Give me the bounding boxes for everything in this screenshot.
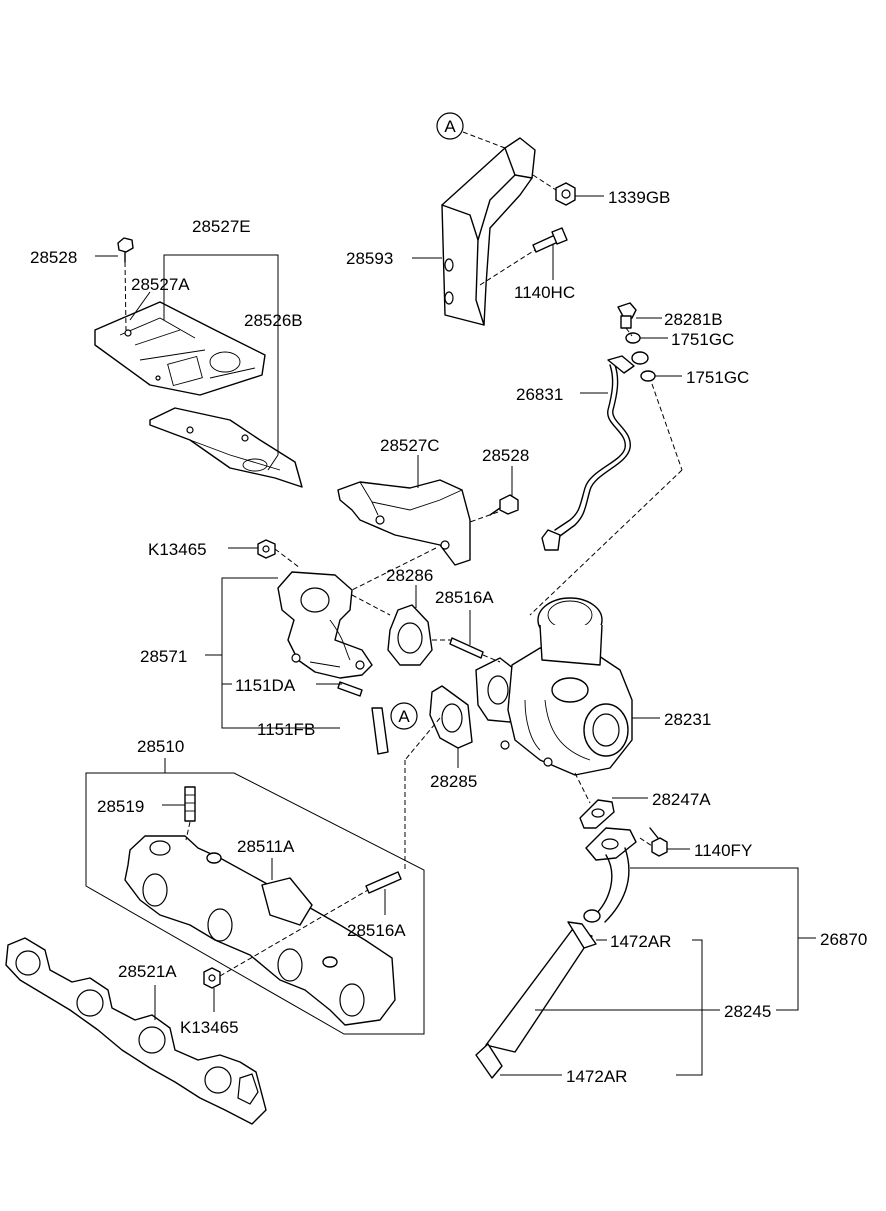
eye-bolt-28281B xyxy=(617,302,637,329)
label-28527E: 28527E xyxy=(192,217,251,236)
heat-shield-28527C xyxy=(337,479,471,566)
label-K13465-upper: K13465 xyxy=(148,540,207,559)
banjo-fitting xyxy=(631,351,649,365)
label-1151DA: 1151DA xyxy=(235,676,296,695)
label-28527A: 28527A xyxy=(131,275,190,294)
label-28245: 28245 xyxy=(724,1002,771,1021)
label-28231: 28231 xyxy=(664,710,711,729)
svg-text:A: A xyxy=(444,117,456,136)
label-28528-upper: 28528 xyxy=(30,248,77,267)
bolt-1140FY xyxy=(649,827,668,857)
bolt-1140HC xyxy=(532,227,568,253)
label-28281B: 28281B xyxy=(664,310,723,329)
stud-1151DA xyxy=(337,681,363,697)
stud-1151FB xyxy=(371,707,389,755)
label-26831: 26831 xyxy=(516,385,563,404)
label-28571: 28571 xyxy=(140,647,187,666)
reference-callout-a-mid: A xyxy=(390,702,418,730)
label-1151FB: 1151FB xyxy=(257,720,315,739)
label-28516A-upper: 28516A xyxy=(435,588,494,607)
label-1140FY: 1140FY xyxy=(694,841,752,860)
label-28285: 28285 xyxy=(430,772,477,791)
stud-28519 xyxy=(184,786,196,822)
bolt-28528-upper xyxy=(117,237,134,263)
oil-feed-pipe-26831 xyxy=(541,355,635,551)
label-28528-lower: 28528 xyxy=(482,446,529,465)
nut-K13465-upper xyxy=(257,539,276,559)
turbocharger-28231 xyxy=(475,597,633,776)
label-28247A: 28247A xyxy=(652,790,711,809)
nut-K13465-lower xyxy=(203,967,221,989)
label-1472AR-lower: 1472AR xyxy=(566,1067,627,1086)
label-28527C: 28527C xyxy=(380,436,440,455)
manifold-gasket-28521A xyxy=(5,937,267,1125)
heat-shield-upper-28527A xyxy=(94,301,266,396)
label-28593: 28593 xyxy=(346,249,393,268)
label-1751GC-a: 1751GC xyxy=(671,330,734,349)
support-bracket-28593 xyxy=(441,137,536,326)
gasket-28285 xyxy=(429,685,473,749)
label-1751GC-b: 1751GC xyxy=(686,368,749,387)
label-1140HC: 1140HC xyxy=(514,283,575,302)
svg-text:A: A xyxy=(398,707,410,726)
bolt-28528-lower xyxy=(489,494,519,516)
exhaust-manifold-28511A xyxy=(124,835,396,1026)
nut-1339GB xyxy=(555,182,576,206)
label-28521A: 28521A xyxy=(118,962,177,981)
stud-28516A-lower xyxy=(365,871,402,894)
gasket-1751GC-b xyxy=(640,370,656,382)
oil-return-pipe-26870 xyxy=(583,827,637,923)
label-28510: 28510 xyxy=(137,737,184,756)
label-26870: 26870 xyxy=(820,930,867,949)
label-1472AR-upper: 1472AR xyxy=(610,932,671,951)
gasket-28247A xyxy=(579,799,615,829)
part-labels: 1339GB 28593 1140HC 28527E 28528 28527A … xyxy=(30,188,867,1086)
label-28286: 28286 xyxy=(386,566,433,585)
gasket-28286 xyxy=(387,604,433,666)
label-28526B: 28526B xyxy=(244,311,303,330)
label-1339GB: 1339GB xyxy=(608,188,670,207)
label-K13465-lower: K13465 xyxy=(180,1018,239,1037)
manifold-group-box-28510 xyxy=(85,772,425,1035)
label-28516A-lower: 28516A xyxy=(347,921,406,940)
label-28519: 28519 xyxy=(97,797,144,816)
turbo-elbow-28571 xyxy=(277,571,373,679)
hose-28245 xyxy=(475,921,597,1079)
stud-28516A-upper xyxy=(449,637,484,659)
gasket-1751GC-a xyxy=(625,332,641,344)
leader-lines xyxy=(95,131,816,1076)
reference-callout-a-top: A xyxy=(436,112,464,140)
label-28511A: 28511A xyxy=(237,837,295,856)
heat-shield-lower-28526B xyxy=(149,407,303,488)
